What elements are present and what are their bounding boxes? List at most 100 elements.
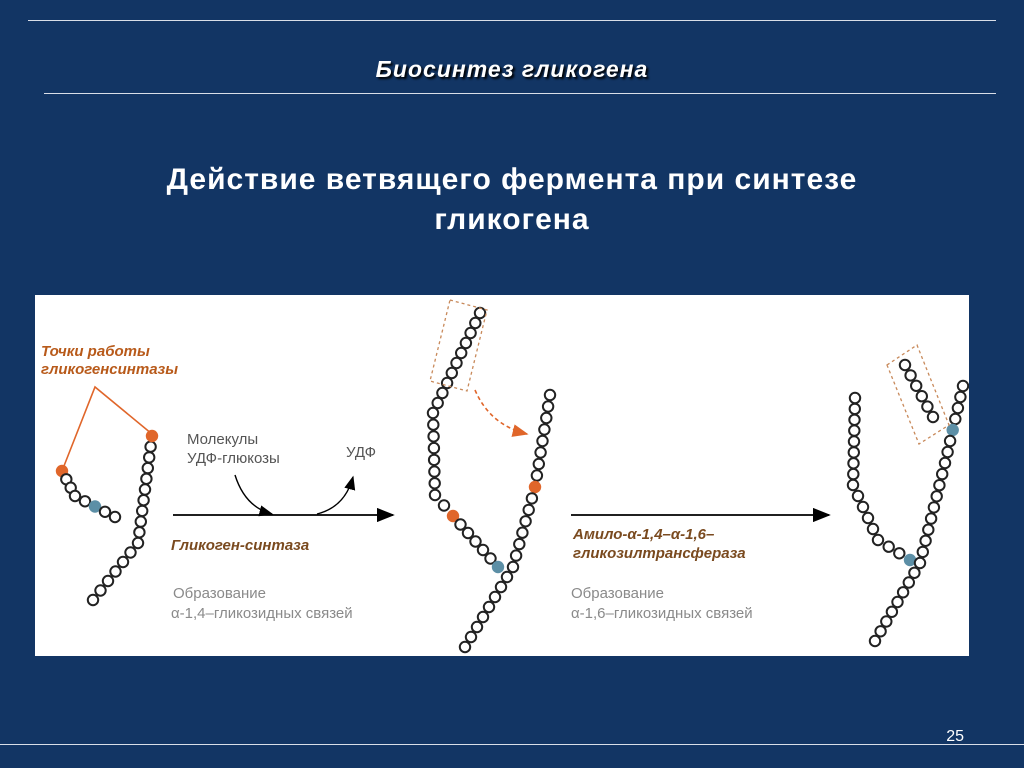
panel1-main-chain-residue xyxy=(124,546,137,559)
panel3-left-branch-residue xyxy=(856,500,870,514)
panel3-new-branch-residue xyxy=(904,369,917,382)
panel2-left-chain-residue xyxy=(469,535,482,548)
panel1-main-chain-residue xyxy=(131,536,145,550)
panel3-main-chain-residue xyxy=(924,512,938,525)
panel2-left-chain-residue xyxy=(464,326,477,340)
molecules-line-2: УДФ-глюкозы xyxy=(187,450,280,467)
panel2-right-chain-residue xyxy=(488,590,502,604)
panel1-branch-residue xyxy=(78,495,92,508)
panel3-left-branch-residue xyxy=(851,489,865,503)
panel2-right-chain-residue xyxy=(538,423,551,436)
panel2-right-chain-residue xyxy=(530,469,544,482)
panel2-left-chain-residue xyxy=(469,316,482,330)
panel2-right-chain-residue xyxy=(522,503,535,517)
transfer-segment-box xyxy=(429,299,488,392)
heading-line-2: гликогена xyxy=(434,203,590,236)
udp-out-arrow xyxy=(316,475,356,515)
panel2-left-chain-residue xyxy=(491,560,505,574)
udp-label: УДФ xyxy=(346,444,376,461)
panel3-main-chain-residue xyxy=(941,445,954,459)
panel2-left-chain-residue xyxy=(459,336,473,350)
new-branch-box xyxy=(886,344,950,445)
callout-leader-lines xyxy=(61,385,153,472)
panel3-new-branch-residue xyxy=(910,379,923,393)
glucose-chains xyxy=(55,306,969,654)
panel2-right-chain-residue xyxy=(519,515,532,528)
panel2-left-chain-residue xyxy=(427,430,440,443)
panel2-left-chain-residue xyxy=(454,518,467,531)
panel2-right-chain-residue xyxy=(494,580,508,594)
panel3-main-chain-residue xyxy=(902,576,915,589)
callout-line-1: Точки работы xyxy=(41,343,150,360)
panel2-left-chain-residue xyxy=(437,499,451,512)
panel3-main-chain-residue xyxy=(868,634,882,648)
panel3-left-branch-residue xyxy=(847,467,860,481)
molecules-line-1: Молекулы xyxy=(187,431,258,448)
panel1-main-chain-residue xyxy=(141,461,155,475)
panel3-new-branch-residue xyxy=(898,358,912,372)
panel3-left-branch-residue xyxy=(866,522,880,536)
panel1-main-chain-residue xyxy=(143,451,156,464)
panel2-right-chain-residue xyxy=(541,400,555,413)
panel1-branch-residue xyxy=(88,500,102,513)
panel3-main-chain-residue xyxy=(933,479,946,492)
bottom-rule xyxy=(0,744,1024,745)
panel3-main-chain-residue xyxy=(949,412,962,426)
heading-line-1: Действие ветвящего фермента при синтезе xyxy=(166,163,858,196)
panel3-main-chain-residue xyxy=(874,625,887,638)
formation-2-line-2: α-1,6–гликозидных связей xyxy=(571,605,753,622)
panel1-main-chain-residue xyxy=(136,504,149,518)
enzyme-1-label: Гликоген-синтаза xyxy=(171,537,309,554)
panel3-main-chain-residue xyxy=(908,566,921,579)
panel2-right-chain-residue xyxy=(532,457,545,471)
panel3-main-chain-residue xyxy=(956,379,969,393)
panel2-left-chain-residue xyxy=(476,543,490,557)
panel3-left-branch-residue xyxy=(847,435,861,448)
panel1-main-chain-residue xyxy=(138,483,152,496)
panel3-main-chain-residue xyxy=(913,556,927,570)
page-number: 25 xyxy=(946,728,964,745)
panel1-main-chain-residue xyxy=(137,494,150,507)
panel1-main-chain-residue xyxy=(109,565,122,578)
panel3-main-chain-residue xyxy=(936,467,949,481)
panel3-left-branch-residue xyxy=(893,547,906,560)
panel1-branch-residue xyxy=(68,489,82,503)
panel2-left-chain-residue xyxy=(450,356,463,370)
panel3-main-chain-residue xyxy=(927,501,941,514)
panel3-main-chain-residue xyxy=(922,523,935,536)
panel1-main-chain-residue xyxy=(145,429,159,443)
panel2-right-chain-residue xyxy=(470,620,484,634)
panel3-left-branch-residue xyxy=(847,457,860,470)
panel2-right-chain-residue xyxy=(509,549,523,562)
panel2-left-chain-residue xyxy=(455,346,468,360)
panel3-main-chain-residue xyxy=(930,490,943,503)
panel3-left-branch-residue xyxy=(903,553,917,567)
panel3-main-chain-residue xyxy=(919,534,932,548)
panel3-main-chain-residue xyxy=(885,605,899,618)
formation-1-line-1: Образование xyxy=(173,585,266,602)
panel3-left-branch-residue xyxy=(846,478,860,492)
panel2-left-chain-residue xyxy=(484,552,497,565)
transfer-dashed-arrow xyxy=(474,389,529,437)
panel2-left-chain-residue xyxy=(427,441,441,455)
udp-glucose-in-arrow xyxy=(234,474,274,517)
panel2-right-chain-residue xyxy=(458,640,472,654)
panel1-main-chain-residue xyxy=(134,515,148,528)
header-title: Биосинтез гликогена xyxy=(375,56,649,82)
header-underline xyxy=(44,93,996,94)
panel2-left-chain-residue xyxy=(428,477,441,490)
panel2-left-chain-residue xyxy=(436,386,449,400)
panel2-left-chain-residue xyxy=(473,306,487,320)
panel2-left-chain-residue xyxy=(440,376,454,390)
enzyme-2-line-1: Амило-α-1,4–α-1,6– xyxy=(572,526,714,543)
panel2-left-chain-residue xyxy=(428,488,442,502)
panel2-right-chain-residue xyxy=(540,411,553,425)
panel1-main-chain-residue xyxy=(116,555,130,569)
panel2-left-chain-residue xyxy=(427,418,440,431)
panel3-new-branch-residue xyxy=(921,400,934,413)
panel2-right-chain-residue xyxy=(482,600,496,614)
panel2-right-chain-residue xyxy=(536,434,549,448)
panel1-main-chain-residue xyxy=(144,440,157,453)
panel1-branch-residue xyxy=(108,510,122,524)
panel2-right-chain-residue xyxy=(528,480,542,494)
